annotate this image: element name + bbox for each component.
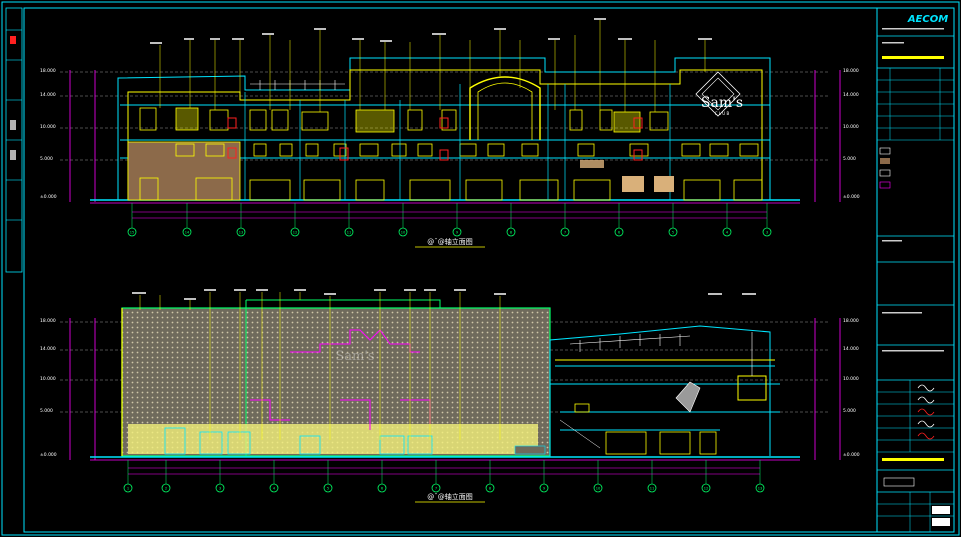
lower-axis-5: 6 <box>381 487 384 491</box>
lower-right-wing <box>549 325 780 456</box>
lower-axis-11: 12 <box>704 487 709 491</box>
upper-axis-4: 11 <box>347 231 352 235</box>
lower-level-right-3: 5.000 <box>843 408 856 414</box>
lower-axis-0: 1 <box>127 487 129 491</box>
upper-level-right-3: 5.000 <box>843 156 856 162</box>
upper-level-right-1: 14.000 <box>843 92 859 98</box>
upper-building-outline <box>90 57 800 204</box>
binding-strip <box>5 7 23 273</box>
upper-level-left-2: 10.000 <box>40 124 56 130</box>
lower-axis-8: 9 <box>543 487 546 491</box>
lower-axis-3: 4 <box>273 487 276 491</box>
upper-arch-feature <box>469 76 541 140</box>
lower-axis-7: 8 <box>489 487 492 491</box>
upper-level-left-3: 5.000 <box>40 156 53 162</box>
lower-elevation-caption: @ˉ@轴立面图 <box>427 492 473 501</box>
upper-brown-cladding <box>127 141 241 201</box>
lower-axis-2: 3 <box>219 487 221 491</box>
lower-level-right-0: 18.000 <box>843 318 859 324</box>
signage-sub-text: C L U B <box>715 111 730 116</box>
upper-level-right-4: ±0.000 <box>843 194 860 200</box>
upper-level-left-0: 18.000 <box>40 68 56 74</box>
upper-signage: Sam's C L U B <box>695 71 743 117</box>
lower-axis-6: 7 <box>435 487 437 491</box>
upper-axis-1: 14 <box>185 231 190 235</box>
upper-axis-10: 5 <box>672 231 674 235</box>
upper-axis-0: 15 <box>130 231 135 235</box>
lower-axis-12: 13 <box>758 487 763 491</box>
upper-axis-2: 13 <box>239 231 244 235</box>
lower-axis-1: 2 <box>165 487 167 491</box>
lower-elevation: 18.000 14.000 10.000 5.000 ±0.000 18.000… <box>40 289 860 503</box>
lower-axis-10: 11 <box>650 487 655 491</box>
title-block: AECOM <box>876 7 955 533</box>
lower-axis-4: 5 <box>327 487 329 491</box>
upper-level-left-4: ±0.000 <box>40 194 57 200</box>
lower-level-left-0: 18.000 <box>40 318 56 324</box>
upper-axis-6: 9 <box>456 231 459 235</box>
upper-axis-9: 6 <box>618 231 621 235</box>
upper-windows <box>139 107 763 201</box>
upper-axis-12: 3 <box>766 231 768 235</box>
lower-level-right-1: 14.000 <box>843 346 859 352</box>
signage-main-text: Sam's <box>701 95 743 111</box>
upper-level-left-1: 14.000 <box>40 92 56 98</box>
lower-level-left-2: 10.000 <box>40 376 56 382</box>
upper-elevation-caption: @ˉ@轴立面图 <box>427 237 473 246</box>
upper-elevation: 18.000 14.000 10.000 5.000 ±0.000 18.000… <box>40 18 860 248</box>
lower-level-right-2: 10.000 <box>843 376 859 382</box>
upper-axis-8: 7 <box>564 231 566 235</box>
upper-axis-7: 8 <box>510 231 513 235</box>
upper-axis-5: 10 <box>401 231 406 235</box>
lower-level-left-4: ±0.000 <box>40 452 57 458</box>
lower-level-left-1: 14.000 <box>40 346 56 352</box>
upper-axis-11: 4 <box>726 231 729 235</box>
lower-axis-9: 10 <box>596 487 601 491</box>
lower-ghost-signage-text: Sam's <box>335 349 374 364</box>
brand-logo: AECOM <box>907 14 948 25</box>
upper-level-right-0: 18.000 <box>843 68 859 74</box>
lower-level-left-3: 5.000 <box>40 408 53 414</box>
lower-level-right-4: ±0.000 <box>843 452 860 458</box>
upper-level-right-2: 10.000 <box>843 124 859 130</box>
upper-axis-3: 12 <box>293 231 298 235</box>
